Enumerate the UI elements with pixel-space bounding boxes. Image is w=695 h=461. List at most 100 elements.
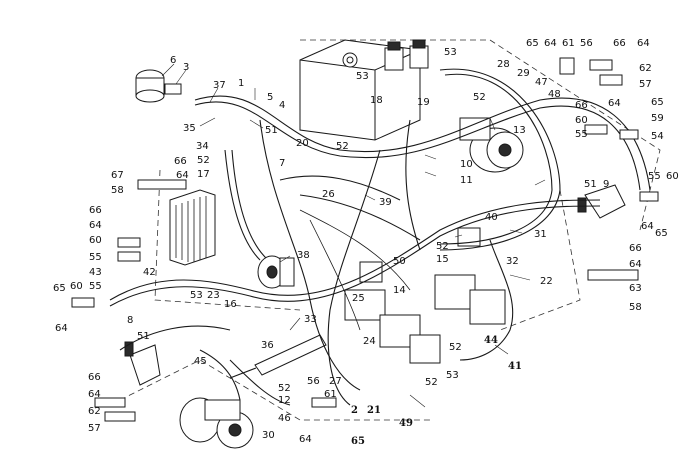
callout-55: 55 (648, 171, 661, 182)
hydraulic-cylinder (229, 334, 327, 379)
callout-65: 65 (351, 436, 365, 447)
callout-27: 27 (329, 376, 342, 387)
callout-37: 37 (213, 80, 226, 91)
callout-66: 66 (89, 205, 102, 216)
callout-53: 53 (356, 71, 369, 82)
callout-52: 52 (336, 141, 349, 152)
pump-lower (179, 397, 254, 449)
hose-bundles (109, 68, 651, 406)
callout-19: 19 (417, 97, 430, 108)
callout-1: 1 (238, 78, 244, 89)
actuator-right (577, 184, 626, 219)
callout-66: 66 (174, 156, 187, 167)
callout-33: 33 (304, 314, 317, 325)
callout-65: 65 (53, 283, 66, 294)
callout-4: 4 (279, 100, 285, 111)
callout-labels: 6 3 37 1 5 4 35 51 20 34 52 17 7 66 67 6… (53, 38, 679, 447)
callout-58: 58 (111, 185, 124, 196)
callout-47: 47 (535, 77, 548, 88)
callout-10: 10 (460, 159, 473, 170)
callout-64: 64 (641, 221, 654, 232)
callout-64: 64 (629, 259, 642, 270)
callout-35: 35 (183, 123, 196, 134)
callout-51: 51 (584, 179, 597, 190)
callout-2: 2 (351, 405, 358, 416)
callout-52: 52 (473, 92, 486, 103)
callout-65: 65 (651, 97, 664, 108)
callout-64: 64 (89, 220, 102, 231)
callout-64: 64 (608, 98, 621, 109)
callout-64: 64 (55, 323, 68, 334)
leader-lines (161, 63, 546, 408)
callout-61: 61 (562, 38, 575, 49)
callout-64: 64 (299, 434, 312, 445)
callout-20: 20 (296, 138, 309, 149)
callout-9: 9 (603, 179, 609, 190)
callout-46: 46 (278, 413, 291, 424)
callout-45: 45 (194, 356, 207, 367)
callout-56: 56 (307, 376, 320, 387)
group-boundary-lower (119, 359, 430, 421)
callout-8: 8 (127, 315, 133, 326)
callout-53: 53 (446, 370, 459, 381)
callout-64: 64 (88, 389, 101, 400)
callout-60: 60 (666, 171, 679, 182)
callout-52: 52 (449, 342, 462, 353)
callout-60: 60 (70, 281, 83, 292)
callout-28: 28 (497, 59, 510, 70)
callout-16: 16 (224, 299, 237, 310)
callout-66: 66 (629, 243, 642, 254)
tank-valve-block (384, 39, 429, 71)
motor-center (257, 255, 295, 289)
callout-11: 11 (460, 175, 473, 186)
callout-34: 34 (196, 141, 209, 152)
callout-31: 31 (534, 229, 547, 240)
callout-56: 56 (580, 38, 593, 49)
callout-23: 23 (207, 290, 220, 301)
clamp-strips (71, 57, 659, 422)
callout-55: 55 (575, 129, 588, 140)
group-boundary-left (154, 169, 301, 311)
callout-53: 53 (190, 290, 203, 301)
callout-40: 40 (485, 212, 498, 223)
callout-24: 24 (363, 336, 376, 347)
callout-21: 21 (367, 405, 381, 416)
callout-66: 66 (613, 38, 626, 49)
callout-13: 13 (513, 125, 526, 136)
callout-49: 49 (399, 418, 413, 429)
callout-54: 54 (651, 131, 664, 142)
callout-50: 50 (393, 256, 406, 267)
actuator-left (124, 341, 161, 386)
callout-52: 52 (197, 155, 210, 166)
callout-66: 66 (88, 372, 101, 383)
callout-64: 64 (544, 38, 557, 49)
valve-assembly-top-left (135, 69, 182, 103)
callout-18: 18 (370, 95, 383, 106)
callout-7: 7 (279, 158, 285, 169)
callout-32: 32 (506, 256, 519, 267)
callout-43: 43 (89, 267, 102, 278)
callout-62: 62 (88, 406, 101, 417)
callout-62: 62 (639, 63, 652, 74)
callout-57: 57 (639, 79, 652, 90)
callout-15: 15 (436, 254, 449, 265)
callout-17: 17 (197, 169, 210, 180)
callout-55: 55 (89, 252, 102, 263)
callout-39: 39 (379, 197, 392, 208)
callout-26: 26 (322, 189, 335, 200)
callout-41: 41 (508, 361, 522, 372)
callout-25: 25 (352, 293, 365, 304)
callout-42: 42 (143, 267, 156, 278)
callout-63: 63 (629, 283, 642, 294)
callout-55: 55 (89, 281, 102, 292)
callout-65: 65 (526, 38, 539, 49)
callout-36: 36 (261, 340, 274, 351)
callout-58: 58 (629, 302, 642, 313)
callout-14: 14 (393, 285, 406, 296)
callout-61: 61 (324, 389, 337, 400)
callout-60: 60 (89, 235, 102, 246)
callout-64: 64 (637, 38, 650, 49)
callout-51: 51 (265, 125, 278, 136)
callout-64: 64 (176, 170, 189, 181)
